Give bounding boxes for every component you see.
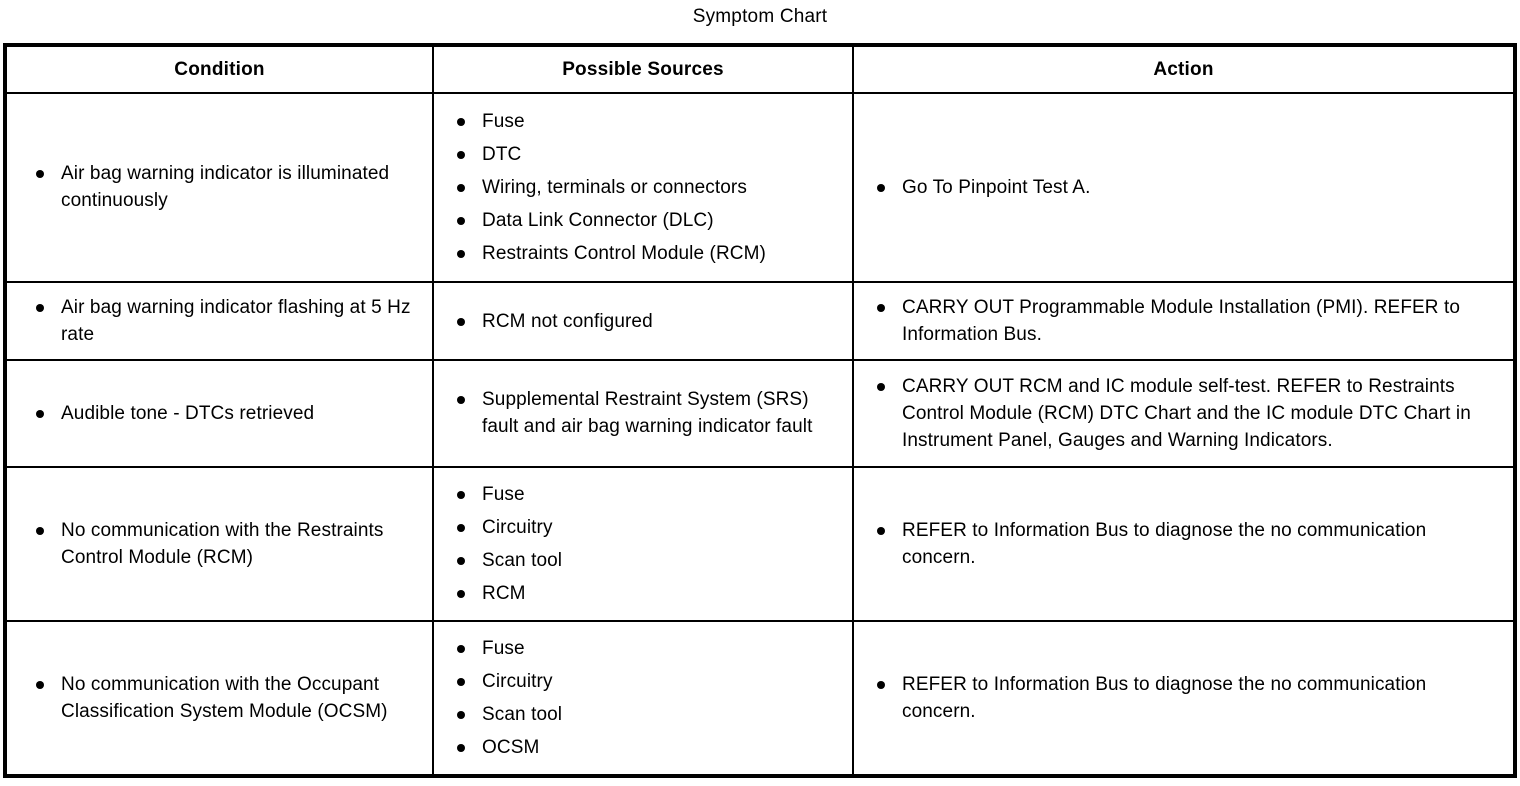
- table-row: Audible tone - DTCs retrieved Supplement…: [4, 359, 1516, 468]
- list-item: Fuse: [448, 635, 842, 662]
- cell-condition: No communication with the Restraints Con…: [4, 465, 434, 622]
- list-item: CARRY OUT Programmable Module Installati…: [868, 294, 1503, 348]
- column-header-action: Action: [852, 44, 1516, 94]
- list-item: Scan tool: [448, 547, 842, 574]
- bullet-list-condition: Air bag warning indicator flashing at 5 …: [27, 294, 422, 348]
- bullet-list-action: Go To Pinpoint Test A.: [868, 174, 1503, 201]
- list-item: RCM: [448, 580, 842, 607]
- bullet-list-sources: Fuse DTC Wiring, terminals or connectors…: [448, 108, 842, 267]
- table-row: Air bag warning indicator is illuminated…: [4, 92, 1516, 283]
- table-header: Condition Possible Sources Action: [4, 44, 1516, 94]
- bullet-list-action: CARRY OUT Programmable Module Installati…: [868, 294, 1503, 348]
- list-item: Wiring, terminals or connectors: [448, 174, 842, 201]
- list-item: RCM not configured: [448, 308, 842, 335]
- cell-possible-sources: Fuse DTC Wiring, terminals or connectors…: [432, 92, 854, 283]
- bullet-list-action: REFER to Information Bus to diagnose the…: [868, 671, 1503, 725]
- list-item: REFER to Information Bus to diagnose the…: [868, 671, 1503, 725]
- list-item: Data Link Connector (DLC): [448, 207, 842, 234]
- bullet-list-sources: RCM not configured: [448, 308, 842, 335]
- cell-condition: Air bag warning indicator flashing at 5 …: [4, 280, 434, 362]
- list-item: Scan tool: [448, 701, 842, 728]
- list-item: Air bag warning indicator flashing at 5 …: [27, 294, 422, 348]
- bullet-list-action: REFER to Information Bus to diagnose the…: [868, 517, 1503, 571]
- list-item: No communication with the Restraints Con…: [27, 517, 422, 571]
- cell-possible-sources: RCM not configured: [432, 280, 854, 362]
- bullet-list-sources: Fuse Circuitry Scan tool RCM: [448, 481, 842, 607]
- bullet-list-action: CARRY OUT RCM and IC module self-test. R…: [868, 373, 1503, 454]
- cell-possible-sources: Fuse Circuitry Scan tool OCSM: [432, 619, 854, 778]
- cell-possible-sources: Supplemental Restraint System (SRS) faul…: [432, 359, 854, 468]
- table-row: Air bag warning indicator flashing at 5 …: [4, 280, 1516, 362]
- list-item: REFER to Information Bus to diagnose the…: [868, 517, 1503, 571]
- list-item: No communication with the Occupant Class…: [27, 671, 422, 725]
- table-row: No communication with the Restraints Con…: [4, 465, 1516, 622]
- symptom-chart-table: Condition Possible Sources Action Air ba…: [3, 43, 1517, 778]
- bullet-list-condition: No communication with the Occupant Class…: [27, 671, 422, 725]
- table-body: Air bag warning indicator is illuminated…: [4, 92, 1516, 778]
- page-title: Symptom Chart: [692, 6, 828, 27]
- list-item: Restraints Control Module (RCM): [448, 240, 842, 267]
- cell-condition: Air bag warning indicator is illuminated…: [4, 92, 434, 283]
- bullet-list-condition: No communication with the Restraints Con…: [27, 517, 422, 571]
- column-header-possible-sources: Possible Sources: [432, 44, 854, 94]
- cell-condition: No communication with the Occupant Class…: [4, 619, 434, 778]
- list-item: OCSM: [448, 734, 842, 761]
- list-item: Go To Pinpoint Test A.: [868, 174, 1503, 201]
- list-item: Circuitry: [448, 514, 842, 541]
- bullet-list-condition: Audible tone - DTCs retrieved: [27, 400, 422, 427]
- list-item: CARRY OUT RCM and IC module self-test. R…: [868, 373, 1503, 454]
- cell-action: REFER to Information Bus to diagnose the…: [852, 465, 1516, 622]
- list-item: Air bag warning indicator is illuminated…: [27, 160, 422, 214]
- column-header-condition: Condition: [4, 44, 434, 94]
- cell-action: CARRY OUT Programmable Module Installati…: [852, 280, 1516, 362]
- list-item: Audible tone - DTCs retrieved: [27, 400, 422, 427]
- list-item: Supplemental Restraint System (SRS) faul…: [448, 386, 842, 440]
- cell-possible-sources: Fuse Circuitry Scan tool RCM: [432, 465, 854, 622]
- bullet-list-sources: Supplemental Restraint System (SRS) faul…: [448, 386, 842, 440]
- cell-condition: Audible tone - DTCs retrieved: [4, 359, 434, 468]
- bullet-list-condition: Air bag warning indicator is illuminated…: [27, 160, 422, 214]
- bullet-list-sources: Fuse Circuitry Scan tool OCSM: [448, 635, 842, 761]
- cell-action: CARRY OUT RCM and IC module self-test. R…: [852, 359, 1516, 468]
- table-row: No communication with the Occupant Class…: [4, 619, 1516, 778]
- cell-action: Go To Pinpoint Test A.: [852, 92, 1516, 283]
- list-item: Circuitry: [448, 668, 842, 695]
- list-item: DTC: [448, 141, 842, 168]
- table-header-row: Condition Possible Sources Action: [4, 44, 1516, 94]
- list-item: Fuse: [448, 108, 842, 135]
- list-item: Fuse: [448, 481, 842, 508]
- cell-action: REFER to Information Bus to diagnose the…: [852, 619, 1516, 778]
